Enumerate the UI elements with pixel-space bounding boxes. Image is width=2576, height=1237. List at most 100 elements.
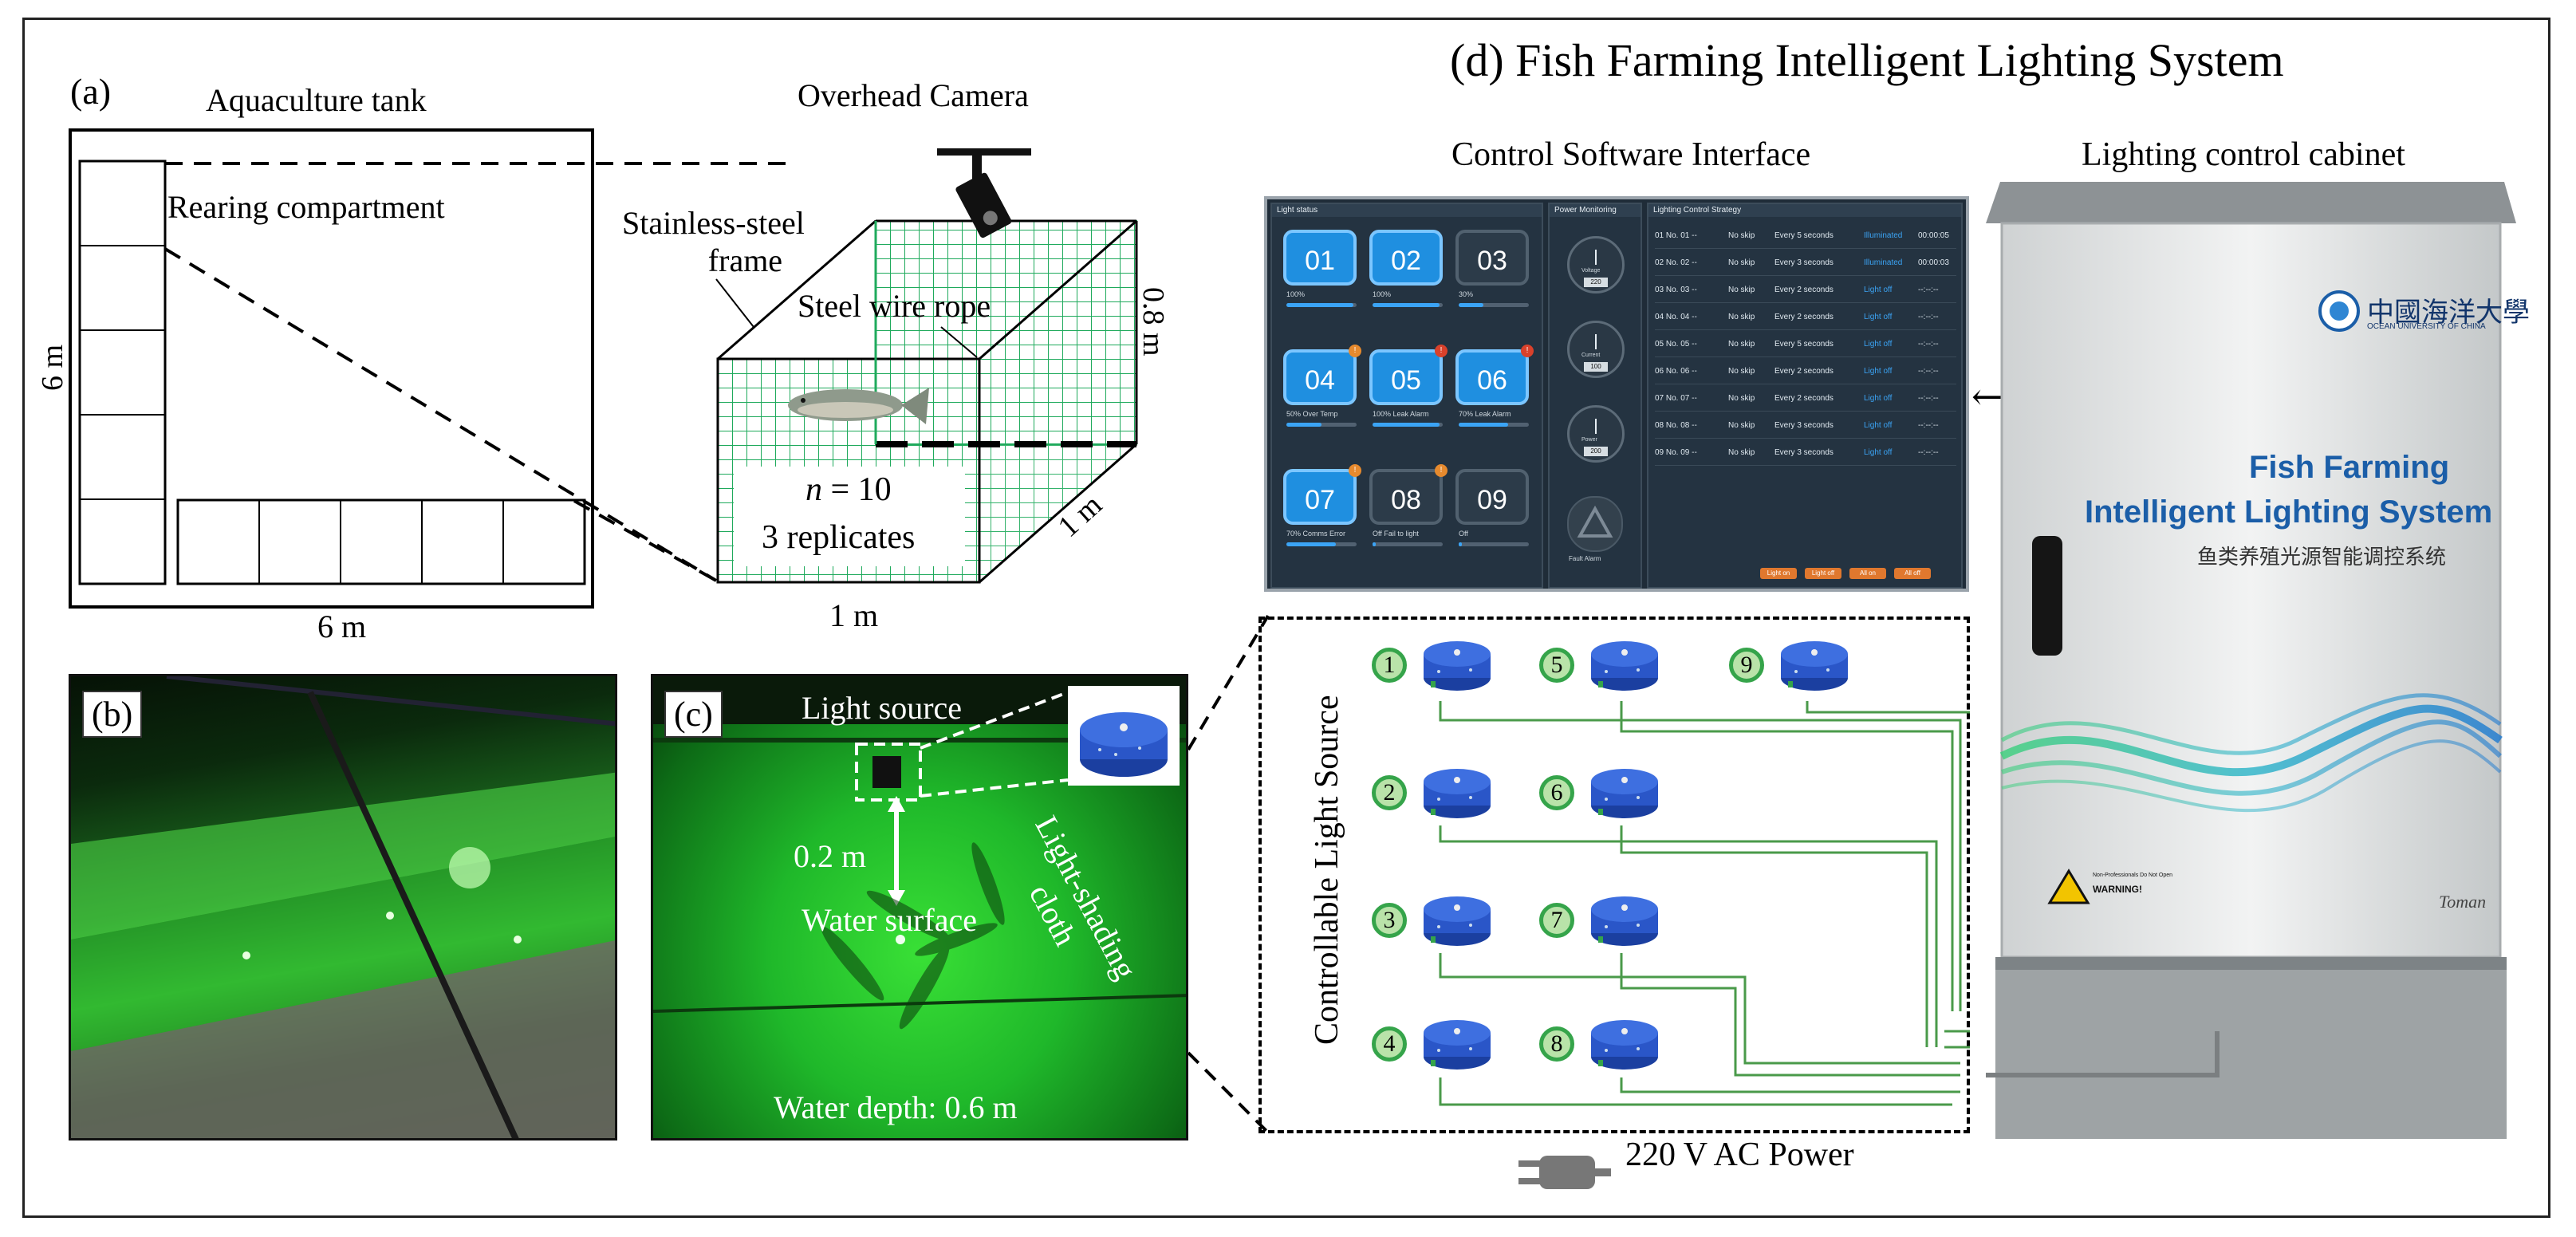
- strategy-time: --:--:--: [1918, 313, 1939, 321]
- lamp-icon[interactable]: [1589, 758, 1660, 821]
- tank-label: Aquaculture tank: [206, 82, 427, 118]
- light-caption-02: 100%: [1373, 290, 1392, 298]
- gauge-value: 200: [1584, 447, 1608, 456]
- panel-d-title: (d) Fish Farming Intelligent Lighting Sy…: [1450, 34, 2284, 86]
- panel-c-tag: (c): [664, 691, 723, 738]
- light-level-slider-05[interactable]: [1373, 423, 1443, 427]
- strategy-no: 07 No. 07 --: [1655, 394, 1697, 403]
- light-off-button[interactable]: Light off: [1805, 568, 1841, 579]
- compartment-label: Rearing compartment: [167, 189, 445, 225]
- tank-photo: (b): [69, 674, 617, 1140]
- light-source-number-5: 5: [1539, 648, 1574, 683]
- frame-label: Stainless-steel frame: [622, 204, 805, 279]
- light-source-number-1: 1: [1372, 648, 1407, 683]
- cage-width: 1 m: [829, 597, 879, 633]
- brand-label: Toman: [2439, 892, 2487, 912]
- light-status-05[interactable]: 05: [1369, 349, 1443, 405]
- light-level-slider-08[interactable]: [1373, 542, 1443, 546]
- gauge-value: 220: [1584, 278, 1608, 287]
- light-source-number-2: 2: [1372, 775, 1407, 810]
- fault-alarm-icon: [1567, 496, 1623, 552]
- university-name-en: OCEAN UNIVERSITY OF CHINA: [2367, 322, 2486, 331]
- light-status-04[interactable]: 04: [1283, 349, 1357, 405]
- cabinet-title-line2: Intelligent Lighting System: [2085, 494, 2493, 530]
- light-status-02[interactable]: 02: [1369, 230, 1443, 286]
- water-surface-label: Water surface: [802, 902, 977, 938]
- light-level-slider-09[interactable]: [1459, 542, 1529, 546]
- light-source-number-6: 6: [1539, 775, 1574, 810]
- alarm-badge-icon: !: [1349, 464, 1361, 477]
- tank-photo-art: [71, 676, 615, 1138]
- strategy-status: Light off: [1864, 313, 1893, 321]
- light-level-slider-03[interactable]: [1459, 303, 1529, 307]
- strategy-every: Every 3 seconds: [1774, 421, 1834, 430]
- light-on-button[interactable]: Light on: [1760, 568, 1797, 579]
- light-status-01[interactable]: 01: [1283, 230, 1357, 286]
- lamp-icon[interactable]: [1421, 630, 1493, 694]
- light-caption-05: 100% Leak Alarm: [1373, 410, 1429, 418]
- cage-height: 0.8 m: [1136, 287, 1170, 357]
- light-level-slider-06[interactable]: [1459, 423, 1529, 427]
- strategy-status: Light off: [1864, 421, 1893, 430]
- lamp-icon[interactable]: [1421, 758, 1493, 821]
- power-plug-icon: [1518, 1156, 1611, 1189]
- all-off-button[interactable]: All off: [1894, 568, 1931, 579]
- strategy-time: 00:00:05: [1918, 231, 1949, 240]
- compartments-bottom: [176, 498, 586, 585]
- strategy-skip: No skip: [1728, 421, 1755, 430]
- dim-horizontal: 6 m: [317, 609, 367, 644]
- strategy-time: --:--:--: [1918, 340, 1939, 349]
- light-source-number-4: 4: [1372, 1026, 1407, 1062]
- light-status-09[interactable]: 09: [1455, 469, 1529, 525]
- strategy-every: Every 2 seconds: [1774, 394, 1834, 403]
- strategy-skip: No skip: [1728, 231, 1755, 240]
- strategy-time: --:--:--: [1918, 367, 1939, 376]
- lamp-icon[interactable]: [1421, 1009, 1493, 1073]
- light-status-03[interactable]: 03: [1455, 230, 1529, 286]
- strategy-status: Light off: [1864, 448, 1893, 457]
- gauge-label: Power: [1581, 437, 1597, 443]
- n-italic: n: [805, 471, 822, 508]
- light-source-number-7: 7: [1539, 903, 1574, 938]
- lamp-icon[interactable]: [1589, 1009, 1660, 1073]
- light-status-08[interactable]: 08: [1369, 469, 1443, 525]
- light-level-slider-01[interactable]: [1286, 303, 1357, 307]
- lamp-icon[interactable]: [1589, 630, 1660, 694]
- camera-icon: [937, 148, 1031, 238]
- all-on-button[interactable]: All on: [1849, 568, 1886, 579]
- cage-right-face: [979, 221, 1136, 582]
- lamp-icon[interactable]: [1421, 885, 1493, 949]
- power-header: Power Monitoring: [1550, 204, 1641, 217]
- strategy-every: Every 3 seconds: [1774, 448, 1834, 457]
- university-name-cn: 中國海洋大學: [2367, 298, 2530, 328]
- alarm-badge-icon: !: [1521, 345, 1534, 357]
- replicates-label: 3 replicates: [762, 519, 916, 556]
- light-source-label: Light source: [802, 690, 963, 726]
- strategy-every: Every 2 seconds: [1774, 313, 1834, 321]
- strategy-skip: No skip: [1728, 448, 1755, 457]
- light-caption-03: 30%: [1459, 290, 1474, 298]
- light-status-07[interactable]: 07: [1283, 469, 1357, 525]
- light-level-slider-02[interactable]: [1373, 303, 1443, 307]
- alarm-badge-icon: !: [1435, 345, 1448, 357]
- light-level-slider-04[interactable]: [1286, 423, 1357, 427]
- light-status-06[interactable]: 06: [1455, 349, 1529, 405]
- strategy-status: Illuminated: [1864, 231, 1903, 240]
- strategy-panel: Lighting Control Strategy 01 No. 01 --No…: [1647, 203, 1963, 589]
- frame-label-line1: Stainless-steel: [622, 205, 805, 241]
- light-level-slider-07[interactable]: [1286, 542, 1357, 546]
- lamp-icon[interactable]: [1589, 885, 1660, 949]
- lamp-icon[interactable]: [1778, 630, 1850, 694]
